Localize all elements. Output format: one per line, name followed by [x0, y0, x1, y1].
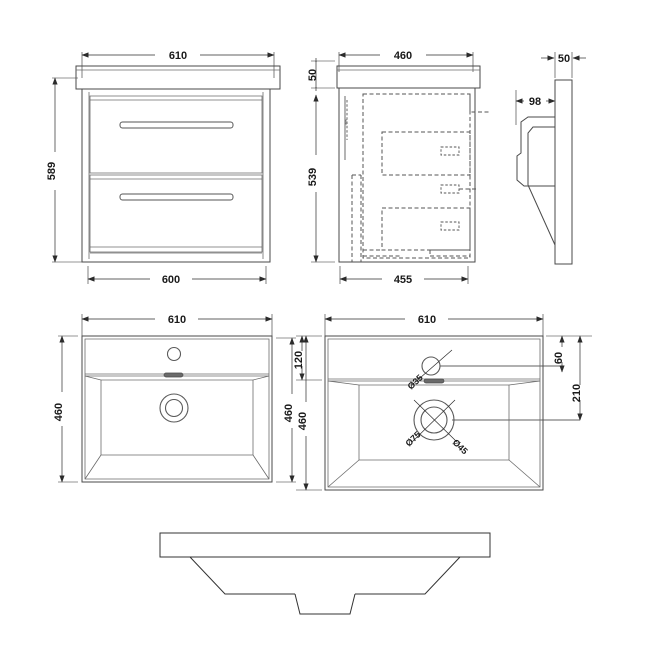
basin-right-outer-rim [324, 335, 544, 491]
dim-label-basin-left-depth-right: 460 [283, 404, 295, 422]
basin-right-waste-inner [420, 406, 448, 434]
dim-basin-right-width-610: 610 [324, 314, 544, 326]
basin-left-splay-tr [252, 375, 270, 381]
profile-upper-bracket [516, 116, 555, 187]
dim-label-front-height: 589 [46, 162, 58, 180]
dim-label-basin-right-width: 610 [418, 314, 436, 326]
dim-label-side-depth: 460 [394, 50, 412, 62]
dim-basin-left-depth-460: 460 [53, 335, 65, 483]
basin-front-taper-right [355, 556, 461, 595]
front-drawer-1-handle[interactable] [119, 121, 234, 129]
leader-dia-75 [411, 399, 456, 443]
dim-label-basin-right-60: 60 [553, 352, 565, 364]
side-note-label: mm [344, 119, 348, 124]
side-handle-stub-1 [440, 146, 460, 156]
basin-left-waste-outer [159, 393, 189, 423]
view-end-profile: 50 98 [515, 52, 586, 265]
dim-basin-right-depth-460: 460 [297, 335, 309, 491]
front-worktop [75, 65, 281, 90]
profile-inner-body [527, 126, 555, 185]
front-drawer-1 [89, 95, 263, 174]
front-drawer-2 [89, 174, 263, 253]
basin-right-waste-outer [413, 399, 455, 441]
dim-profile-depth-98: 98 [515, 96, 556, 108]
basin-front-taper-left [189, 556, 295, 595]
basin-left-splay-br [252, 454, 270, 480]
dim-label-basin-right-depth: 460 [297, 412, 309, 430]
dim-label-side-height: 539 [307, 168, 319, 186]
dim-profile-thickness-50: 50 [541, 53, 586, 65]
basin-front-rim [159, 532, 491, 558]
dim-side-depth-460: 460 [338, 50, 474, 62]
dim-label-profile-thickness: 50 [558, 53, 570, 65]
dim-label-basin-right-210: 210 [571, 384, 583, 402]
dim-side-body-depth-455: 455 [339, 274, 469, 286]
dim-side-height-539: 539 [307, 94, 319, 263]
dim-label-front-body-width: 600 [162, 274, 180, 286]
front-cabinet-body [81, 88, 271, 263]
view-side-section: 460 50 539 455 [307, 50, 490, 286]
basin-left-waste-inner [164, 398, 184, 418]
dim-label-basin-left-width: 610 [168, 314, 186, 326]
dim-basin-right-120: 120 [293, 335, 305, 381]
dim-basin-right-60: 60 [553, 335, 565, 373]
dim-label-side-top-thickness: 50 [307, 69, 319, 81]
profile-taper [527, 184, 556, 246]
side-handle-stub-3 [440, 221, 460, 231]
dim-basin-left-width-610: 610 [81, 314, 273, 326]
view-front-elevation: 610 589 600 [46, 50, 281, 286]
basin-right-bowl-base [358, 385, 510, 461]
dim-label-basin-left-depth: 460 [53, 403, 65, 421]
basin-left-tap-hole [166, 346, 182, 362]
basin-right-tap-hole [421, 356, 441, 376]
leader-dia-45 [413, 399, 458, 443]
basin-right-splay-tl [327, 380, 360, 386]
basin-left-bowl-base [100, 380, 254, 456]
dim-label-side-body-depth: 455 [394, 274, 412, 286]
basin-right-splay-tr [508, 380, 541, 386]
basin-left-overflow-slot [163, 372, 184, 378]
basin-left-splay-bl [84, 454, 102, 480]
side-carcass-outline [362, 93, 471, 259]
dim-front-height-589: 589 [46, 77, 58, 263]
basin-right-overflow-slot [423, 378, 445, 384]
dim-front-width-610: 610 [81, 50, 275, 62]
basin-front-waste-nub [294, 593, 356, 615]
view-basin-plan-left: 610 460 460 [53, 314, 296, 483]
dim-label-front-width: 610 [169, 50, 187, 62]
profile-back-panel [554, 79, 573, 265]
dim-basin-left-depth-right-460: 460 [283, 337, 295, 483]
side-worktop [336, 65, 481, 89]
front-drawer-2-handle[interactable] [119, 193, 234, 201]
leader-dia-35 [411, 349, 453, 386]
basin-left-splay-tl [84, 375, 102, 381]
side-cabinet-body [338, 87, 476, 263]
dim-basin-right-210: 210 [571, 335, 583, 421]
dim-side-top-thickness-50: 50 [307, 58, 319, 91]
side-hidden-internals: mm [344, 93, 490, 262]
basin-right-splay-br [508, 459, 541, 488]
view-basin-front-elevation [159, 532, 491, 615]
dim-front-body-width-600: 600 [87, 274, 267, 286]
side-drawer-box-upper [381, 131, 471, 176]
basin-right-splay-bl [327, 459, 360, 488]
dim-label-basin-right-120: 120 [293, 351, 305, 369]
basin-left-outer-rim [81, 335, 273, 483]
dim-label-profile-depth: 98 [529, 96, 541, 108]
